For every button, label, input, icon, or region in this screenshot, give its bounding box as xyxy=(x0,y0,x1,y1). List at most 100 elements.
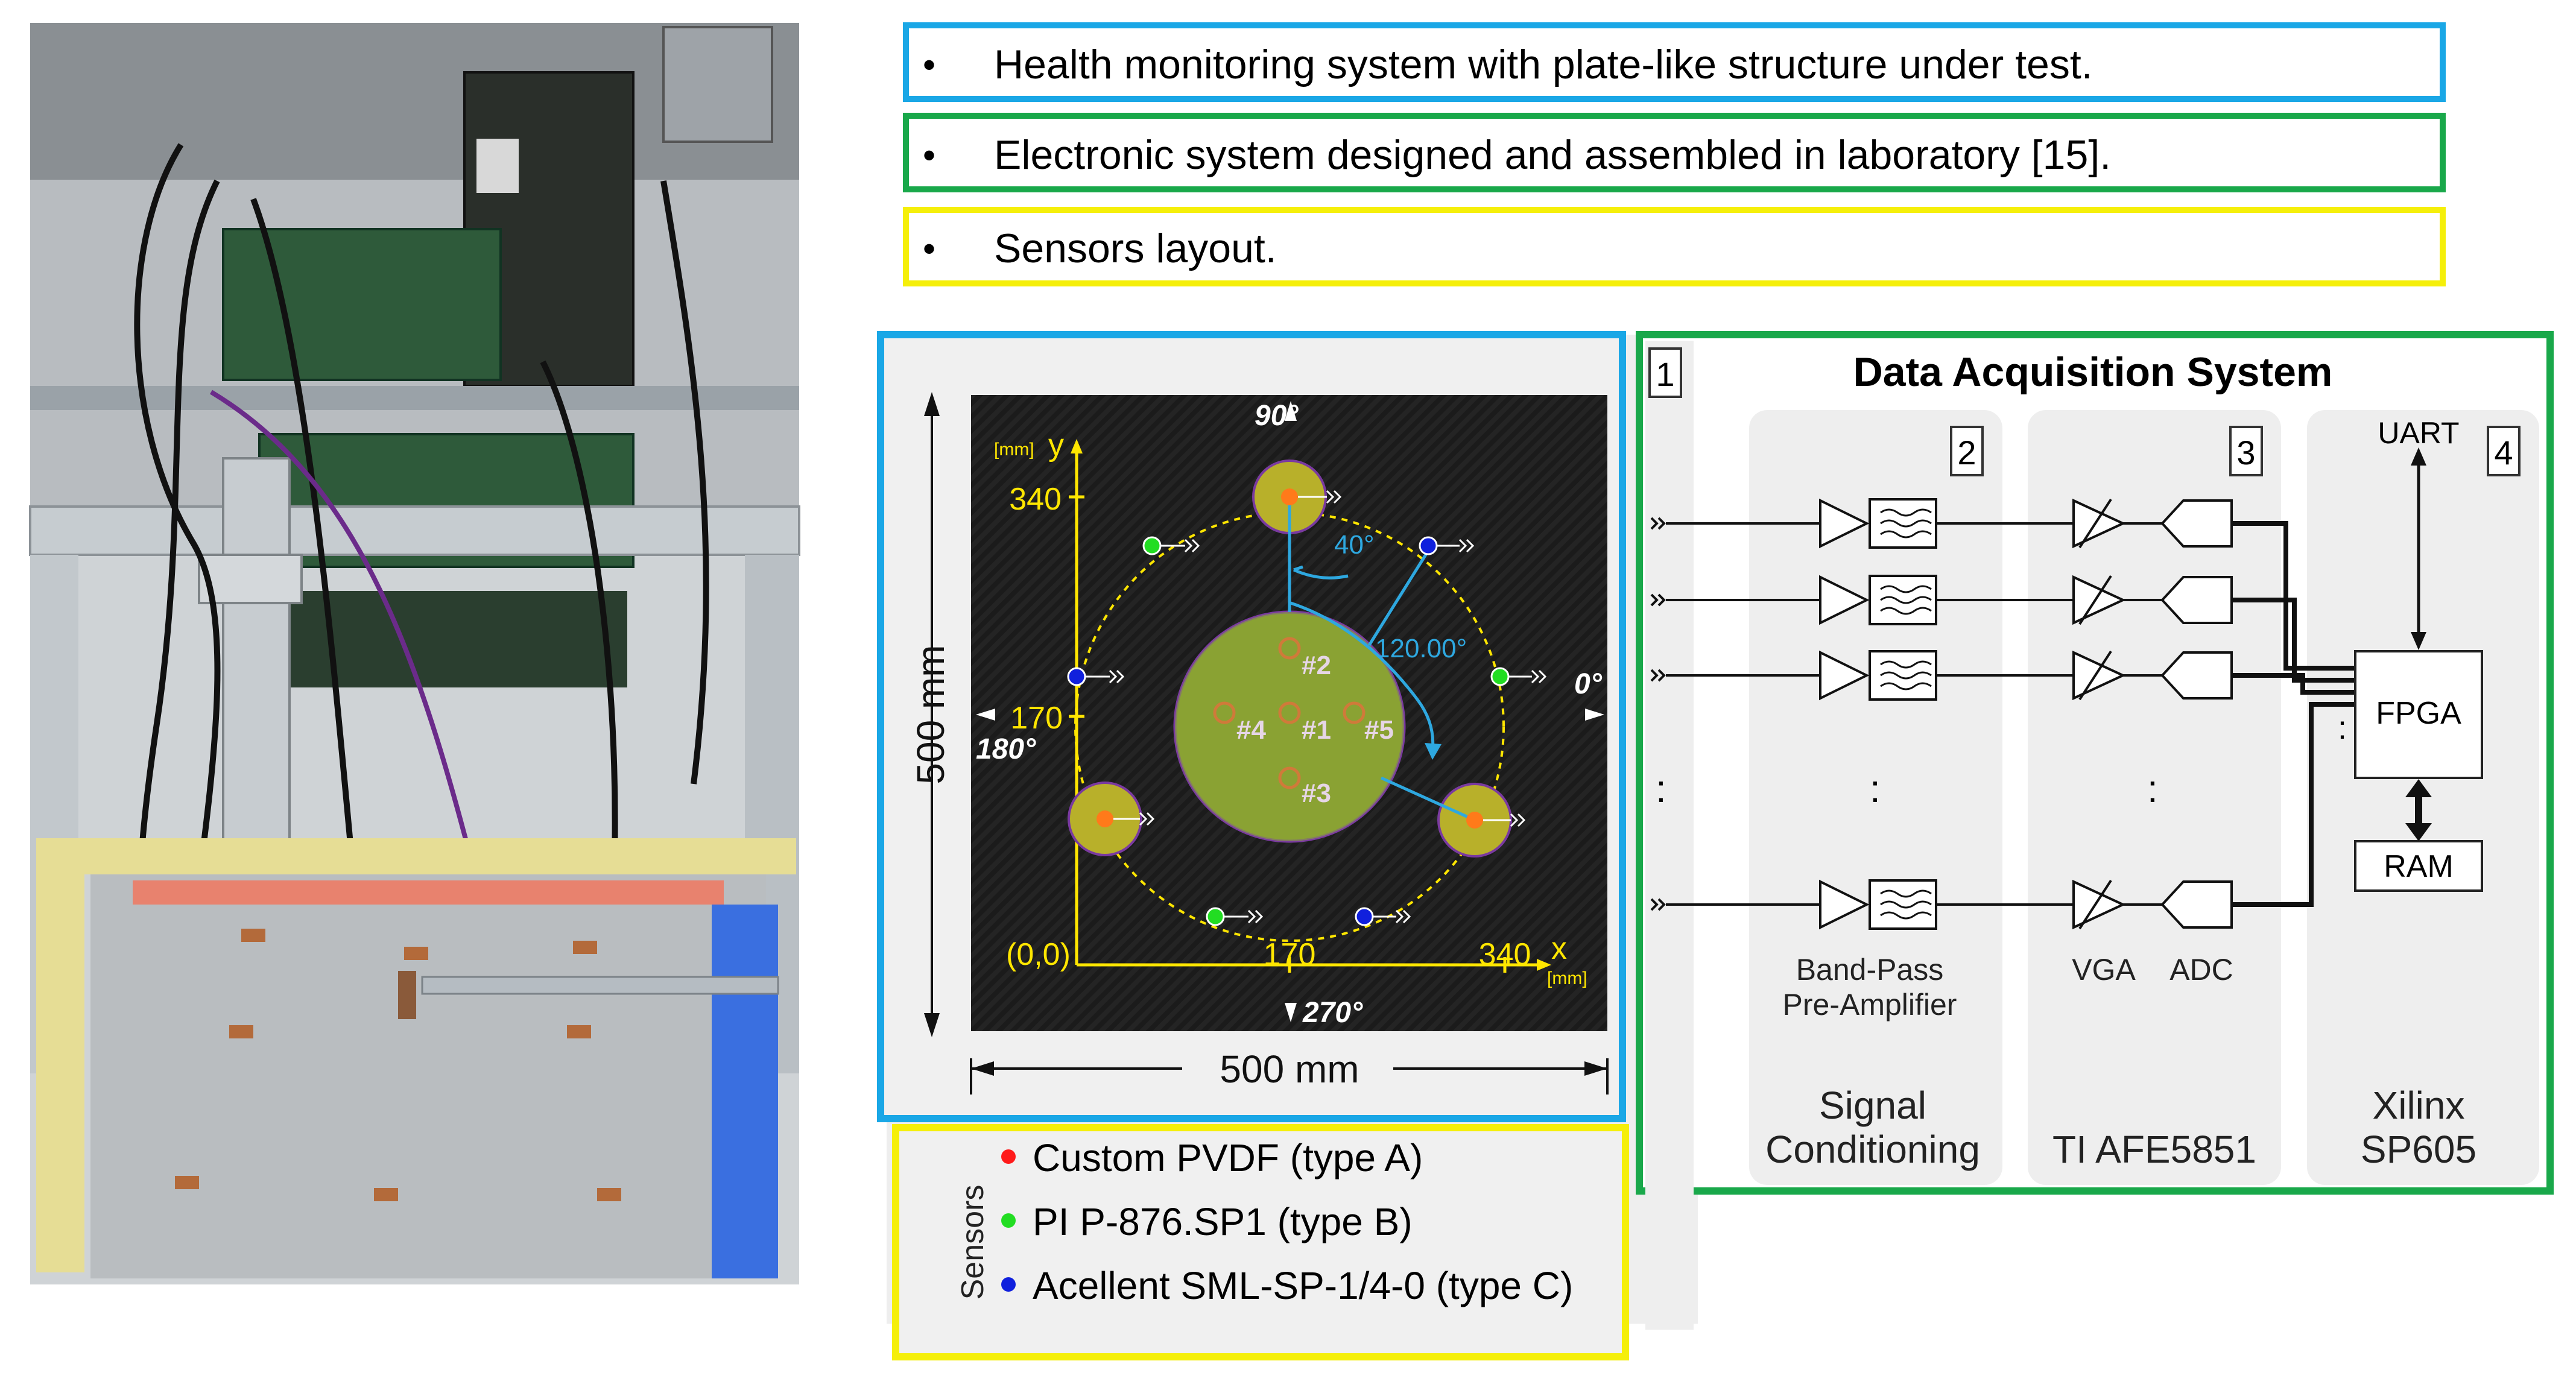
vga-symbol xyxy=(2072,879,2126,930)
col3-label: TI AFE5851 xyxy=(2052,1128,2256,1171)
ram-label: RAM xyxy=(2384,849,2454,884)
legend-dot-a xyxy=(1001,1149,1016,1164)
block-number-2: 2 xyxy=(1957,434,1976,472)
filter-waves xyxy=(1880,585,1932,615)
adc-fpga-bus xyxy=(2232,598,2355,683)
dim-vertical: 500 mm xyxy=(909,645,952,784)
filter-waves xyxy=(1880,889,1932,920)
tick-y-340: 340 xyxy=(1009,482,1062,517)
actuator-cylinder xyxy=(222,457,291,882)
bullet-box-2 xyxy=(903,113,2446,192)
dim-horizontal: 500 mm xyxy=(1220,1047,1359,1091)
legend-dot-b xyxy=(1001,1213,1016,1228)
vdots-col3: : xyxy=(2147,767,2158,810)
angle-180: 180° xyxy=(976,733,1036,765)
block-number-3: 3 xyxy=(2236,434,2255,472)
input-connector xyxy=(1650,517,1666,530)
input-connector xyxy=(1650,669,1666,682)
bullet-text-3: Sensors layout. xyxy=(994,226,1277,271)
x-axis-unit: [mm] xyxy=(1547,968,1587,988)
inner-sensor xyxy=(1343,701,1366,724)
tick-x-170: 170 xyxy=(1264,937,1316,972)
x-axis-label: x xyxy=(1551,931,1567,966)
sensor-ring xyxy=(1074,511,1505,942)
preamp-symbol xyxy=(1819,575,1870,625)
bandpass-filter-icon xyxy=(1869,575,1937,625)
vga-arrow xyxy=(2078,650,2112,701)
power-supply xyxy=(662,26,773,143)
channel-rows xyxy=(1650,498,2355,930)
sensor-type-b xyxy=(1490,667,1510,686)
afe-board xyxy=(222,228,502,381)
inner-sensor xyxy=(1278,637,1301,660)
ram-block xyxy=(2354,840,2483,892)
col4-line1: Xilinx xyxy=(2373,1084,2465,1127)
bullet-box-3 xyxy=(903,207,2446,286)
input-connector xyxy=(1650,898,1666,911)
block-number-4: 4 xyxy=(2494,434,2513,472)
bullet-marker: • xyxy=(923,45,935,85)
vdots-col1: : xyxy=(1656,767,1666,810)
sensor-id: #3 xyxy=(1302,779,1331,808)
bandpass-filter-icon xyxy=(1869,498,1937,549)
legend-title: Sensors xyxy=(955,1185,990,1300)
adc-fpga-bus xyxy=(2232,673,2355,695)
inner-sensor xyxy=(1278,766,1301,789)
sensor-id: #1 xyxy=(1302,715,1331,745)
sensor-type-b xyxy=(1206,907,1225,926)
setup-photo xyxy=(29,23,800,1284)
bullet-text-1: Health monitoring system with plate-like… xyxy=(994,42,2093,87)
sensor-legend: Sensors Custom PVDF (type A) PI P-876.SP… xyxy=(892,1124,1629,1360)
label-adc: ADC xyxy=(2169,953,2233,987)
inner-sensor xyxy=(1213,701,1236,724)
sensor-type-c xyxy=(1067,667,1086,686)
adc-fpga-bus xyxy=(2232,702,2355,907)
legend-dot-c xyxy=(1001,1277,1016,1292)
daq-panel: Data Acquisition System 1 2 3 4 : : : : … xyxy=(1636,331,2554,1330)
uart-label: UART xyxy=(2378,416,2459,450)
column-4 xyxy=(2307,410,2539,1185)
angle-270: 270° xyxy=(1302,997,1363,1029)
adc-fpga-bus xyxy=(2232,521,2355,671)
bullet-box-1 xyxy=(903,22,2446,102)
daq-title: Data Acquisition System xyxy=(1853,349,2333,395)
vga-symbol xyxy=(2072,498,2126,549)
sensor-id: #5 xyxy=(1364,715,1394,745)
bullet-marker: • xyxy=(923,135,935,175)
fpga-block xyxy=(2354,650,2483,779)
bullet-text-2: Electronic system designed and assembled… xyxy=(994,132,2111,178)
bandpass-filter-icon xyxy=(1869,879,1937,930)
label-bandpass: Band-Pass xyxy=(1796,953,1944,987)
col2-line1: Signal xyxy=(1819,1084,1926,1127)
filter-waves xyxy=(1880,508,1932,539)
center-disk xyxy=(1175,612,1404,841)
sensor-type-a xyxy=(1097,810,1113,827)
vga-symbol xyxy=(2072,650,2126,701)
input-connector xyxy=(1650,593,1666,607)
col4-line2: SP605 xyxy=(2361,1128,2476,1171)
fpga-label: FPGA xyxy=(2376,696,2461,731)
legend-item-b: PI P-876.SP1 (type B) xyxy=(1033,1200,1413,1243)
vga-arrow xyxy=(2078,575,2112,625)
sensor-type-b xyxy=(1142,536,1162,555)
sensor-id: #4 xyxy=(1236,715,1266,745)
tick-origin: (0,0) xyxy=(1006,937,1071,972)
column-2 xyxy=(1749,410,2002,1185)
label-preamp: Pre-Amplifier xyxy=(1783,988,1957,1022)
angle-40: 40° xyxy=(1334,530,1375,560)
vga-arrow xyxy=(2078,498,2112,549)
sensor-type-c xyxy=(1355,907,1374,926)
vdots-fpga: : xyxy=(2338,710,2347,746)
vga-symbol xyxy=(2072,575,2126,625)
tick-y-170: 170 xyxy=(1010,701,1063,736)
sensor-type-a xyxy=(1281,488,1298,505)
test-plate xyxy=(90,844,766,1278)
sensor-type-a xyxy=(1466,812,1483,829)
preamp-symbol xyxy=(1819,650,1870,701)
legend-item-c: Acellent SML-SP-1/4-0 (type C) xyxy=(1033,1264,1573,1307)
sensor-id: #2 xyxy=(1302,651,1331,680)
col2-line2: Conditioning xyxy=(1765,1128,1980,1171)
angle-0: 0° xyxy=(1574,668,1603,700)
bullet-list: • Health monitoring system with plate-li… xyxy=(903,22,2446,286)
legend-item-a: Custom PVDF (type A) xyxy=(1033,1136,1423,1180)
